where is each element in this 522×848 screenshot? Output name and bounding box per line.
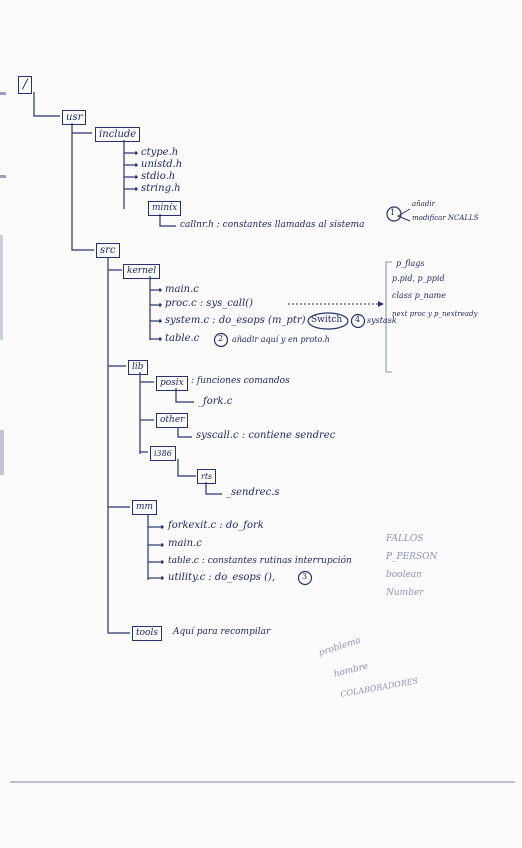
rts-folder: rts	[197, 469, 217, 484]
circled-number: 4	[355, 315, 361, 324]
table-note: añadir aquí y en proto.h	[232, 335, 330, 344]
include-file: ctype.h	[141, 147, 179, 158]
type-note: boolean	[386, 570, 422, 580]
mm-file: forkexit.c : do_fork	[168, 520, 264, 531]
proc-field-note: p_flags	[396, 259, 425, 268]
type-note: P_PERSON	[386, 552, 438, 562]
proc-field-note: next proc y p_nextready	[392, 310, 478, 318]
circled-number: 3	[302, 572, 308, 581]
mm-folder: mm	[132, 500, 158, 515]
tools-note: Aquí para recompilar	[173, 627, 271, 637]
include-folder: include	[95, 127, 141, 142]
note-add: añadir	[412, 200, 435, 208]
circled-number: 2	[218, 334, 224, 343]
mm-file: utility.c : do_esops (),	[168, 572, 276, 583]
posix-note: : funciones comandos	[191, 376, 290, 386]
note-modify-ncalls: modificar NCALLS	[412, 214, 479, 222]
kernel-file: main.c	[165, 284, 199, 295]
include-file: unistd.h	[141, 159, 183, 170]
margin-mark	[0, 235, 3, 340]
minix-folder: minix	[148, 201, 182, 216]
callnr-file: callnr.h : constantes llamadas al sistem…	[180, 220, 365, 230]
mm-file: table.c : constantes rutinas interrupció…	[168, 556, 352, 566]
sendrec-file: _sendrec.s	[226, 487, 280, 498]
include-file: stdio.h	[141, 171, 176, 182]
kernel-file: proc.c : sys_call()	[165, 298, 253, 309]
usr-folder: usr	[62, 110, 87, 125]
switch-label: Switch	[311, 315, 343, 325]
margin-mark	[0, 175, 6, 178]
lib-folder: lib	[128, 360, 148, 375]
fork-file: _fork.c	[198, 396, 233, 407]
syscall-file: syscall.c : contiene sendrec	[196, 430, 336, 441]
kernel-file: table.c	[165, 333, 200, 344]
src-folder: src	[96, 243, 120, 258]
systask-note: systask	[367, 316, 397, 325]
mm-file: main.c	[168, 538, 202, 549]
include-file: string.h	[141, 183, 181, 194]
type-note: FALLOS	[386, 534, 424, 544]
proc-field-note: class p_name	[392, 291, 446, 300]
root-folder: /	[18, 76, 33, 94]
proc-field-note: p.pid, p_ppid	[392, 274, 445, 283]
i386-folder: i386	[150, 446, 176, 461]
other-folder: other	[156, 413, 189, 428]
circled-number: 1	[390, 208, 396, 217]
tools-folder: tools	[132, 626, 162, 641]
kernel-folder: kernel	[123, 264, 161, 279]
kernel-file: system.c : do_esops (m_ptr)	[165, 315, 306, 326]
posix-folder: posix	[156, 376, 188, 391]
margin-mark	[0, 430, 4, 475]
margin-mark	[0, 92, 6, 95]
page-bottom-edge	[10, 781, 515, 783]
type-note: Number	[386, 588, 424, 598]
